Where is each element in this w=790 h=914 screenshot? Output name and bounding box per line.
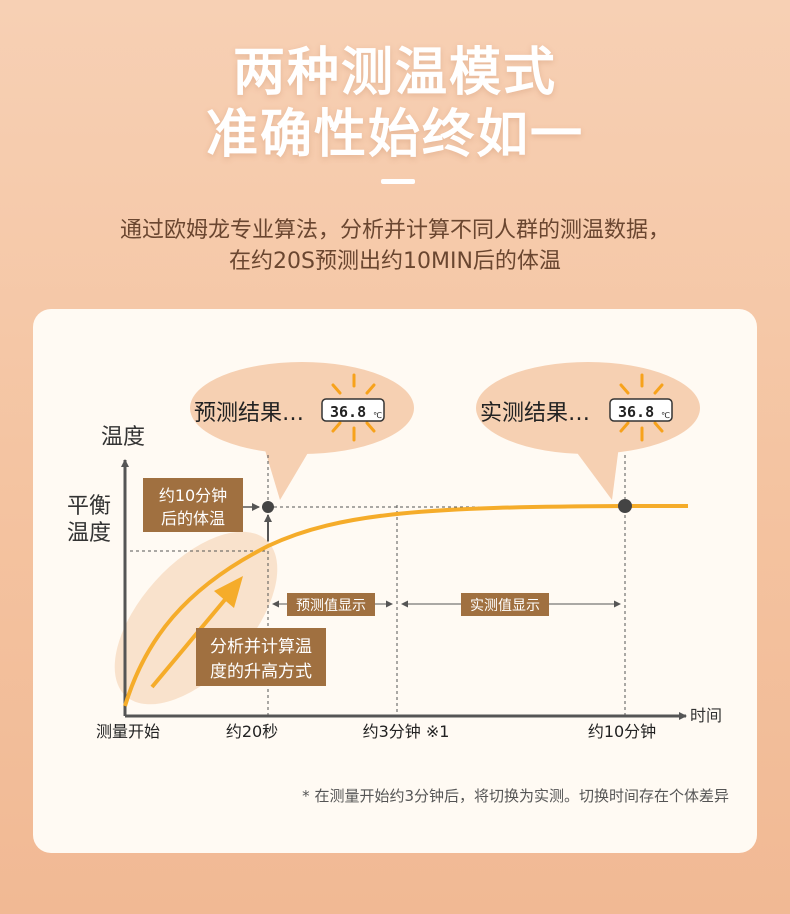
display-reading-predicted: 36.8: [330, 403, 366, 421]
box-method: [196, 628, 326, 686]
tick-10min: 约10分钟: [588, 722, 656, 741]
subtitle-line-2: 在约20S预测出约10MIN后的体温: [229, 249, 561, 274]
bubble-actual: [476, 362, 700, 500]
eq-temp-label-2: 温度: [67, 521, 111, 546]
display-screen: [321, 398, 385, 422]
eq-temp-label-1: 平衡: [67, 494, 111, 519]
rise-arrow-shaft: [150, 594, 230, 689]
display-reading-actual: 36.8: [618, 403, 654, 421]
box-predicted-display: [287, 593, 375, 616]
sun-rays-icon: [619, 373, 664, 442]
page-title-line-2: 准确性始终如一: [205, 105, 584, 165]
display-screen: [609, 398, 673, 422]
subtitle-line-1: 通过欧姆龙专业算法，分析并计算不同人群的测温数据，: [119, 218, 670, 243]
page-title-line-1: 两种测温模式: [232, 43, 557, 103]
tick-20s: 约20秒: [226, 722, 278, 741]
bubble-actual-label: 实测结果…: [480, 401, 590, 426]
y-axis-label: 温度: [101, 425, 145, 450]
box-actual-display: [461, 593, 549, 616]
rise-arrow-head: [214, 576, 243, 608]
box-10min: [143, 478, 243, 532]
box-method-line-1: 分析并计算温: [210, 637, 312, 657]
box-10min-line-2: 后的体温: [161, 509, 225, 528]
predicted-point: [262, 501, 274, 513]
box-10min-line-1: 约10分钟: [159, 486, 227, 505]
display-icon-predicted: 36.8 ℃: [321, 373, 385, 442]
actual-display-label: 实测值显示: [470, 598, 540, 614]
tick-3min: 约3分钟 ※1: [363, 722, 450, 741]
box-method-line-2: 度的升高方式: [210, 662, 312, 682]
bubble-predicted: [190, 362, 414, 500]
tick-start: 测量开始: [96, 722, 160, 741]
predicted-display-label: 预测值显示: [296, 598, 366, 614]
footnote: * 在测量开始约3分钟后，将切换为实测。切换时间存在个体差异: [302, 787, 729, 805]
x-axis-label: 时间: [690, 706, 722, 725]
temperature-curve: [123, 504, 688, 707]
display-unit-predicted: ℃: [373, 411, 382, 420]
display-icon-actual: 36.8 ℃: [609, 373, 673, 442]
curve-glow: [114, 531, 278, 705]
display-unit-actual: ℃: [661, 411, 670, 420]
title-divider: [381, 179, 415, 184]
bubble-predicted-label: 预测结果…: [194, 401, 304, 426]
actual-point: [618, 499, 632, 513]
sun-rays-icon: [331, 373, 376, 442]
